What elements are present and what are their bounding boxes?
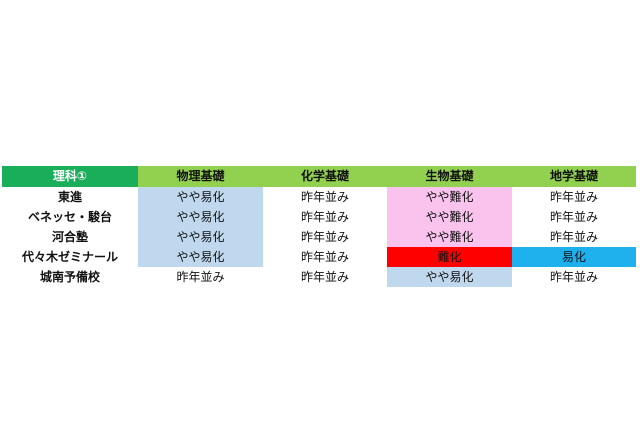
table-row: ベネッセ・駿台 やや易化 昨年並み やや難化 昨年並み: [2, 207, 636, 227]
row-header: ベネッセ・駿台: [27, 210, 112, 224]
row-header: 東進: [57, 190, 82, 204]
header-row: 理科① 物理基礎 化学基礎 生物基礎 地学基礎: [2, 166, 636, 187]
table-cell: 昨年並み: [549, 230, 598, 244]
table-cell: 昨年並み: [300, 250, 349, 264]
row-header: 河合塾: [51, 230, 88, 244]
table-cell: やや易化: [387, 267, 512, 287]
table-cell: やや易化: [138, 207, 263, 227]
table-row: 代々木ゼミナール やや易化 昨年並み 難化 易化: [2, 247, 636, 267]
table-cell: 昨年並み: [300, 210, 349, 224]
table-cell: 昨年並み: [549, 210, 598, 224]
table-cell: 昨年並み: [300, 270, 349, 284]
table-cell: 昨年並み: [549, 270, 598, 284]
table-cell: やや難化: [387, 227, 512, 247]
column-header-chemistry: 化学基礎: [263, 166, 387, 187]
table-cell: 昨年並み: [300, 190, 349, 204]
column-header-biology: 生物基礎: [387, 166, 512, 187]
table-cell: 易化: [512, 247, 636, 267]
column-header-earth-science: 地学基礎: [512, 166, 636, 187]
table-cell: やや易化: [138, 247, 263, 267]
corner-header: 理科①: [2, 166, 138, 187]
table-cell: やや難化: [387, 207, 512, 227]
difficulty-table: 理科① 物理基礎 化学基礎 生物基礎 地学基礎 東進 やや易化 昨年並み やや難…: [2, 166, 636, 287]
table-row: 東進 やや易化 昨年並み やや難化 昨年並み: [2, 187, 636, 207]
table-cell: やや難化: [387, 187, 512, 207]
table-cell: 昨年並み: [300, 230, 349, 244]
table-cell: 昨年並み: [176, 270, 225, 284]
row-header: 城南予備校: [39, 270, 100, 284]
table-row: 城南予備校 昨年並み 昨年並み やや易化 昨年並み: [2, 267, 636, 287]
table-cell: やや易化: [138, 227, 263, 247]
row-header: 代々木ゼミナール: [21, 250, 118, 264]
column-header-physics: 物理基礎: [138, 166, 263, 187]
table-cell: やや易化: [138, 187, 263, 207]
table-cell: 難化: [387, 247, 512, 267]
table-cell: 昨年並み: [549, 190, 598, 204]
table-row: 河合塾 やや易化 昨年並み やや難化 昨年並み: [2, 227, 636, 247]
